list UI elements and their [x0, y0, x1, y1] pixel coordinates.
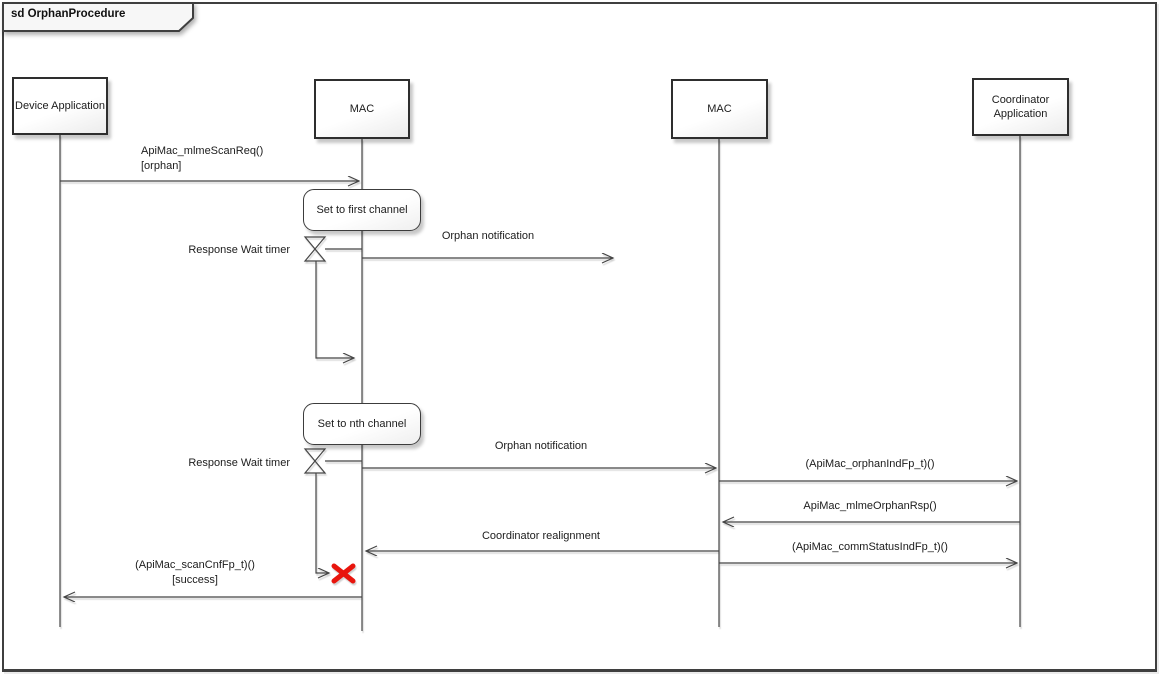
message-text: ApiMac_mlmeScanReq() — [141, 145, 264, 157]
hourglass-timer-1-icon — [303, 236, 327, 262]
message-label-orphan-notification-1: Orphan notification — [441, 230, 535, 242]
message-label-mlme-scan-req: ApiMac_mlmeScanReq() [orphan] — [141, 144, 263, 174]
arrow-timer-1-expiry-loop — [315, 261, 354, 358]
actor-box-device-application: Device Application — [12, 77, 108, 135]
hourglass-timer-2-icon — [303, 448, 327, 474]
message-text: (ApiMac_scanCnfFp_t)() — [135, 559, 255, 571]
message-label-mlme-orphan-rsp: ApiMac_mlmeOrphanRsp() — [803, 500, 937, 512]
message-label-comm-status-ind: (ApiMac_commStatusIndFp_t)() — [792, 541, 948, 553]
actor-label: MAC — [707, 103, 732, 115]
actor-box-coordinator-application: Coordinator Application — [972, 78, 1069, 136]
actor-label: Coordinator Application — [991, 94, 1050, 120]
message-label-orphan-ind: (ApiMac_orphanIndFp_t)() — [805, 458, 935, 470]
actor-box-mac-1: MAC — [314, 79, 410, 139]
note-set-to-first-channel: Set to first channel — [303, 189, 421, 231]
message-guard: [orphan] — [141, 160, 182, 172]
note-set-to-nth-channel: Set to nth channel — [303, 403, 421, 445]
note-label: Set to nth channel — [317, 418, 407, 430]
message-label-coordinator-realignment: Coordinator realignment — [481, 530, 600, 542]
message-label-scan-cnf: (ApiMac_scanCnfFp_t)() [success] — [84, 558, 306, 588]
timer-1-label: Response Wait timer — [188, 244, 290, 256]
diagram-title: sd OrphanProcedure — [11, 8, 126, 20]
title-tab — [2, 2, 194, 32]
note-label: Set to first channel — [316, 204, 408, 216]
actor-label: Device Application — [15, 100, 105, 112]
arrow-timer-2-cancel — [315, 473, 329, 573]
title-tab-shape — [2, 2, 194, 32]
actor-box-mac-2: MAC — [671, 79, 768, 139]
message-guard: [success] — [172, 574, 218, 586]
timer-cancel-x-icon — [331, 563, 356, 584]
timer-2-label: Response Wait timer — [188, 457, 290, 469]
message-label-orphan-notification-2: Orphan notification — [494, 440, 588, 452]
actor-label: MAC — [349, 103, 375, 115]
